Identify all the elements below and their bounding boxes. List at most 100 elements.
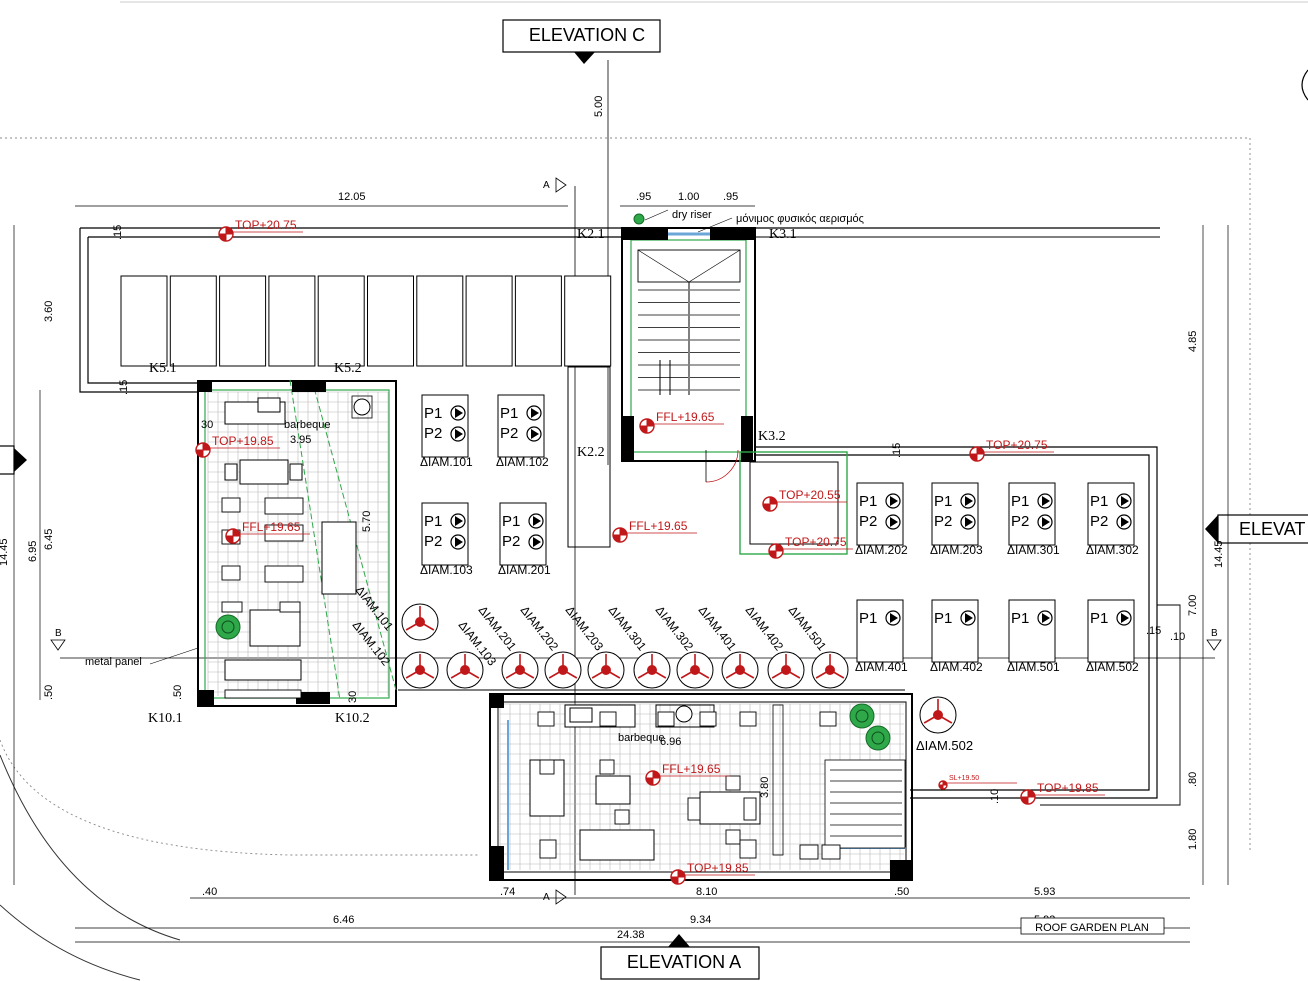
left-roof-garden [197,379,397,707]
unit-p2-label: P2 [424,425,442,442]
plan-title: ROOF GARDEN PLAN [1035,922,1149,934]
dim-50-inner: .50 [172,685,184,700]
unit-p2-label: P2 [934,513,952,530]
unit-id-label: ΔΙΑΜ.302 [1086,543,1139,557]
section-b-left: B [55,628,62,639]
dim-1-00: 1.00 [678,191,699,203]
dim-5-00: 5.00 [593,96,605,117]
dim-74: .74 [500,886,515,898]
dim-5-70: 5.70 [361,511,373,532]
elevation-left-tag [0,445,27,475]
unit-p1-label: P1 [859,493,877,510]
dim-12-05: 12.05 [338,191,366,203]
dim-8-10: 8.10 [696,886,717,898]
unit-block [856,482,904,546]
unit-p1-label: P1 [500,405,518,422]
vent-label: ΔΙΑΜ.203 [563,603,607,653]
unit-block [421,502,469,566]
unit-id-label: ΔΙΑΜ.401 [855,660,908,674]
dim-6-45: 6.45 [43,529,55,550]
solar-panels [120,275,612,367]
level-label: TOP+19.85 [212,434,274,448]
chair [799,844,819,860]
unit-id-label: ΔΙΑΜ.203 [930,543,983,557]
level-markers: TOP+20.75TOP+19.85FFL+19.65FFL+19.65FFL+… [195,218,1105,885]
unit-id-label: ΔΙΑΜ.102 [496,455,549,469]
chair [279,601,301,613]
solar-panel [317,275,365,367]
vent-502-label: ΔΙΑΜ.502 [916,738,973,753]
unit-p1-label: P1 [424,513,442,530]
unit-p1-label: P1 [934,493,952,510]
unit-p2-label: P2 [1011,513,1029,530]
unit-block [1087,599,1135,663]
solar-panel [416,275,464,367]
chair [687,797,701,821]
solar-panel [219,275,267,367]
chair [264,565,304,583]
chair [657,711,675,727]
dim-50-left: .50 [43,685,55,700]
chair [221,601,243,613]
unit-block [931,482,979,546]
solar-panel [268,275,316,367]
unit-id-label: ΔΙΑΜ.502 [1086,660,1139,674]
level-label: FFL+19.65 [242,520,301,534]
dim-40: .40 [202,886,217,898]
unit-p1-label: P1 [1090,610,1108,627]
solar-panel [465,275,513,367]
col-k10-1: K10.1 [148,711,183,726]
chair [224,689,302,699]
level-label: FFL+19.65 [656,410,715,424]
unit-p1-label: P1 [424,405,442,422]
chair [599,711,617,727]
unit-id-label: ΔΙΑΜ.103 [420,563,473,577]
level-label: TOP+20.75 [235,218,297,232]
solar-panel [564,275,612,367]
unit-id-label: ΔΙΑΜ.202 [855,543,908,557]
chair [739,711,757,727]
dimension-labels: 5.00 12.05 .95 1.00 .95 3.60 .15 .15 6.4… [0,96,1225,941]
unit-block [931,599,979,663]
col-k3-1: K3.1 [769,227,797,242]
barbeque-label-left: barbeque [284,419,331,431]
elevation-a-tag: ELEVATION A [600,934,760,980]
ventilation-label: μόνιμος φυσικός αερισμός [736,213,864,225]
level-label: FFL+19.65 [662,762,721,776]
unit-p2-label: P2 [502,533,520,550]
vent-label: ΔΙΑΜ.401 [696,603,740,653]
unit-id-label: ΔΙΑΜ.402 [930,660,983,674]
dim-15-mid: .15 [891,443,903,458]
dim-95-b: .95 [723,191,738,203]
chair [725,829,741,845]
unit-p1-label: P1 [1090,493,1108,510]
dimension-lines [13,205,1229,943]
dry-riser-label: dry riser [672,209,712,221]
section-b-right: B [1211,628,1218,639]
col-k5-2: K5.2 [334,361,362,376]
dim-6-96: 6.96 [660,736,681,748]
chair [539,839,557,859]
elevation-right-label: ELEVAT [1239,519,1305,539]
metal-panel-label: metal panel [85,656,142,668]
vent-label: ΔΙΑΜ.301 [606,603,650,653]
unit-p1-label: P1 [502,513,520,530]
elevation-a-label: ELEVATION A [627,952,741,972]
dim-15-a: .15 [112,225,124,240]
dim-10-mid: .10 [989,789,1001,804]
chair [821,844,841,860]
chair [264,497,304,515]
dim-9-34: 9.34 [690,914,711,926]
dim-7-00: 7.00 [1187,595,1199,616]
dim-24-38: 24.38 [617,929,645,941]
chair [819,711,837,727]
unit-block [497,394,545,458]
dim-14-45-right: 14.45 [1213,540,1225,568]
chair [614,809,630,825]
vent-label: ΔΙΑΜ.202 [518,603,562,653]
dim-3-95: 3.95 [290,434,311,446]
dim-3-60: 3.60 [43,301,55,322]
unit-id-label: ΔΙΑΜ.301 [1007,543,1060,557]
section-a-bottom: A [543,892,550,903]
